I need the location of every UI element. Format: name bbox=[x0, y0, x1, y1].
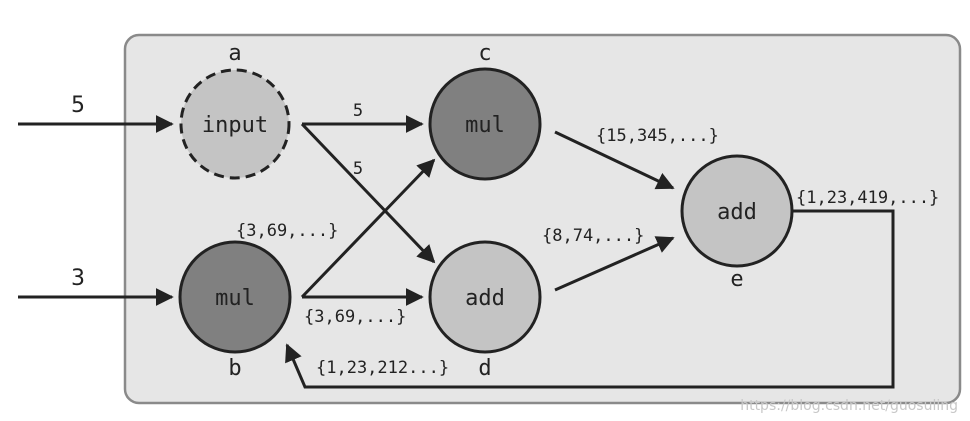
node-e-op: add bbox=[717, 200, 757, 225]
node-b-name: b bbox=[228, 356, 241, 381]
edge-c-e bbox=[554, 130, 675, 190]
edge-label-a-d: 5 bbox=[353, 159, 363, 179]
edge-label-a-c: 5 bbox=[353, 101, 363, 121]
edge-label-e-b: {1,23,212...} bbox=[316, 358, 449, 378]
edge-label-d-e: {8,74,...} bbox=[542, 226, 644, 246]
node-b bbox=[178, 240, 292, 354]
node-a-op: input bbox=[202, 113, 268, 138]
input-value-a: 5 bbox=[71, 93, 85, 118]
node-e bbox=[680, 154, 794, 268]
edge-label-c-e: {15,345,...} bbox=[596, 126, 719, 146]
edge-a-d bbox=[300, 122, 436, 264]
edge-d-e bbox=[554, 236, 675, 292]
edge-e-b-feedback bbox=[285, 209, 895, 389]
edge-label-e-out: {1,23,419,...} bbox=[796, 188, 939, 208]
watermark: https://blog.csdn.net/guosuling bbox=[740, 398, 958, 414]
node-e-name: e bbox=[730, 267, 743, 292]
edge-label-b-c: {3,69,...} bbox=[236, 221, 338, 241]
node-c bbox=[428, 67, 542, 181]
graph-panel bbox=[123, 33, 962, 405]
node-c-name: c bbox=[478, 41, 491, 66]
node-c-op: mul bbox=[465, 113, 505, 138]
edge-label-b-d: {3,69,...} bbox=[304, 307, 406, 327]
node-a bbox=[179, 68, 291, 180]
node-d-name: d bbox=[478, 356, 491, 381]
node-a-name: a bbox=[228, 41, 241, 66]
edge-b-c bbox=[300, 158, 436, 299]
node-d bbox=[428, 240, 542, 354]
node-b-op: mul bbox=[215, 286, 255, 311]
input-value-b: 3 bbox=[71, 266, 85, 291]
node-d-op: add bbox=[465, 286, 505, 311]
